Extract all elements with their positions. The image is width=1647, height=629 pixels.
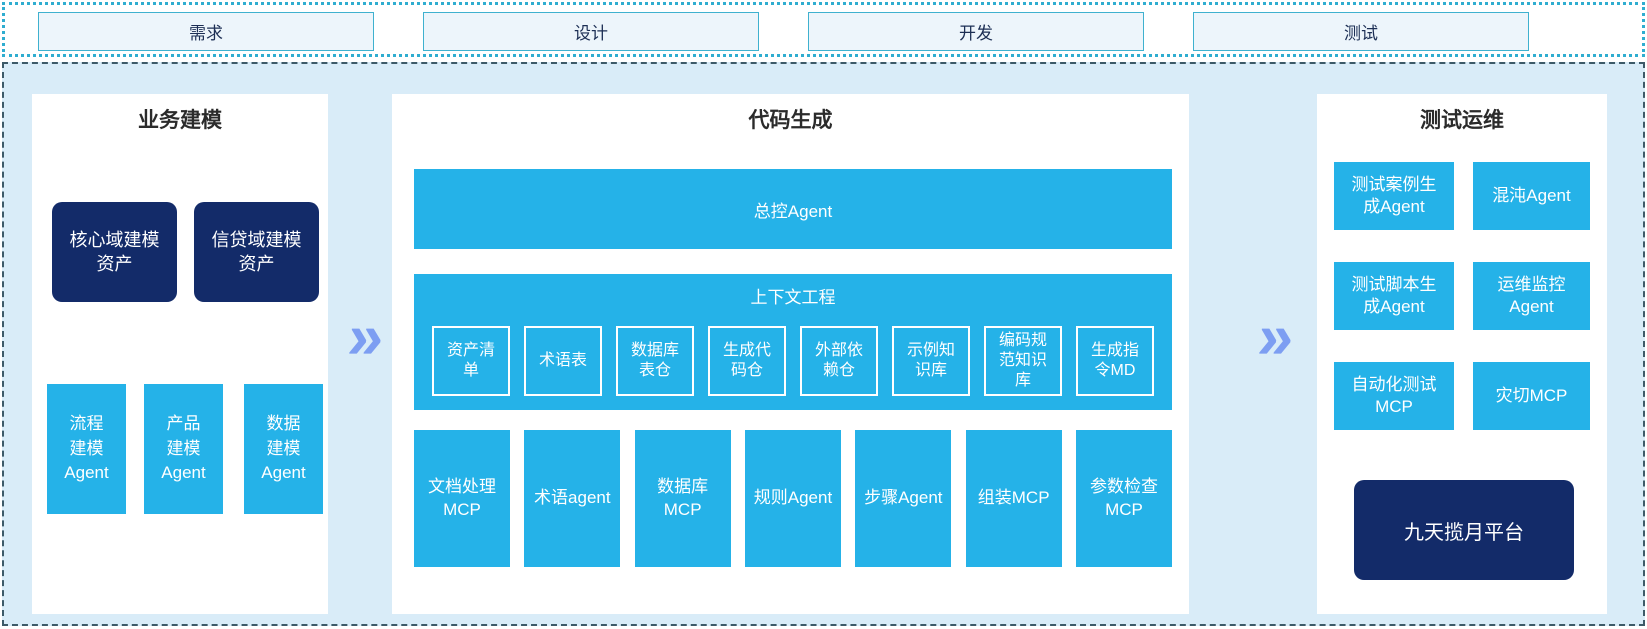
test-script-gen-agent: 测试脚本生成Agent [1334,262,1454,330]
section-title: 代码生成 [748,109,833,132]
context-items-row: 资产清单 术语表 数据库表仓 生成代码仓 外部依赖仓 示例知识库 编码规范知识库… [414,326,1172,396]
doc-processing-mcp: 文档处理MCP [414,430,510,567]
context-item-example-kb: 示例知识库 [892,326,970,396]
master-control-agent: 总控Agent [414,169,1172,249]
steps-agent: 步骤Agent [855,430,952,567]
jiutian-lanyue-platform: 九天揽月平台 [1354,480,1574,580]
assembly-mcp: 组装MCP [965,430,1062,567]
auto-test-mcp: 自动化测试MCP [1334,362,1454,430]
phase-requirements: 需求 [38,12,374,51]
context-item-db-table-repo: 数据库表仓 [616,326,694,396]
product-modeling-agent: 产品建模Agent [144,384,223,514]
chaos-agent: 混沌Agent [1473,162,1590,230]
terminology-agent: 术语agent [524,430,621,567]
section-title: 测试运维 [1420,109,1504,132]
param-check-mcp: 参数检查MCP [1075,430,1172,567]
flow-arrow-icon: » [1254,300,1298,372]
context-item-coding-spec-kb: 编码规范知识库 [984,326,1062,396]
phase-testing: 测试 [1193,12,1529,51]
context-engineering-band: 上下文工程 资产清单 术语表 数据库表仓 生成代码仓 外部依赖仓 示例知识库 编… [414,274,1172,410]
section-title: 业务建模 [138,109,222,132]
asset-credit-domain: 信贷域建模资产 [194,202,319,302]
test-case-gen-agent: 测试案例生成Agent [1334,162,1454,230]
context-engineering-title: 上下文工程 [750,288,836,307]
section-test-ops: 测试运维 测试案例生成Agent 混沌Agent 测试脚本生成Agent 运维监… [1317,94,1607,614]
context-item-code-repo: 生成代码仓 [708,326,786,396]
phase-band: 需求 设计 开发 测试 [2,2,1645,57]
tool-row: 文档处理MCP 术语agent 数据库MCP 规则Agent 步骤Agent 组… [414,430,1172,567]
main-container: 业务建模 核心域建模资产 信贷域建模资产 流程建模Agent 产品建模Agent… [2,62,1645,626]
process-modeling-agent: 流程建模Agent [47,384,126,514]
context-item-dependency-repo: 外部依赖仓 [800,326,878,396]
rules-agent: 规则Agent [744,430,841,567]
asset-core-domain: 核心域建模资产 [52,202,177,302]
section-business-modeling: 业务建模 核心域建模资产 信贷域建模资产 流程建模Agent 产品建模Agent… [32,94,328,614]
section-code-generation: 代码生成 总控Agent 上下文工程 资产清单 术语表 数据库表仓 生成代码仓 … [392,94,1189,614]
data-modeling-agent: 数据建模Agent [244,384,323,514]
phase-development: 开发 [808,12,1144,51]
context-item-instruction-md: 生成指令MD [1076,326,1154,396]
flow-arrow-icon: » [344,300,388,372]
ops-monitor-agent: 运维监控Agent [1473,262,1590,330]
database-mcp: 数据库MCP [634,430,731,567]
phase-design: 设计 [423,12,759,51]
disaster-switch-mcp: 灾切MCP [1473,362,1590,430]
context-item-asset-list: 资产清单 [432,326,510,396]
context-item-glossary: 术语表 [524,326,602,396]
